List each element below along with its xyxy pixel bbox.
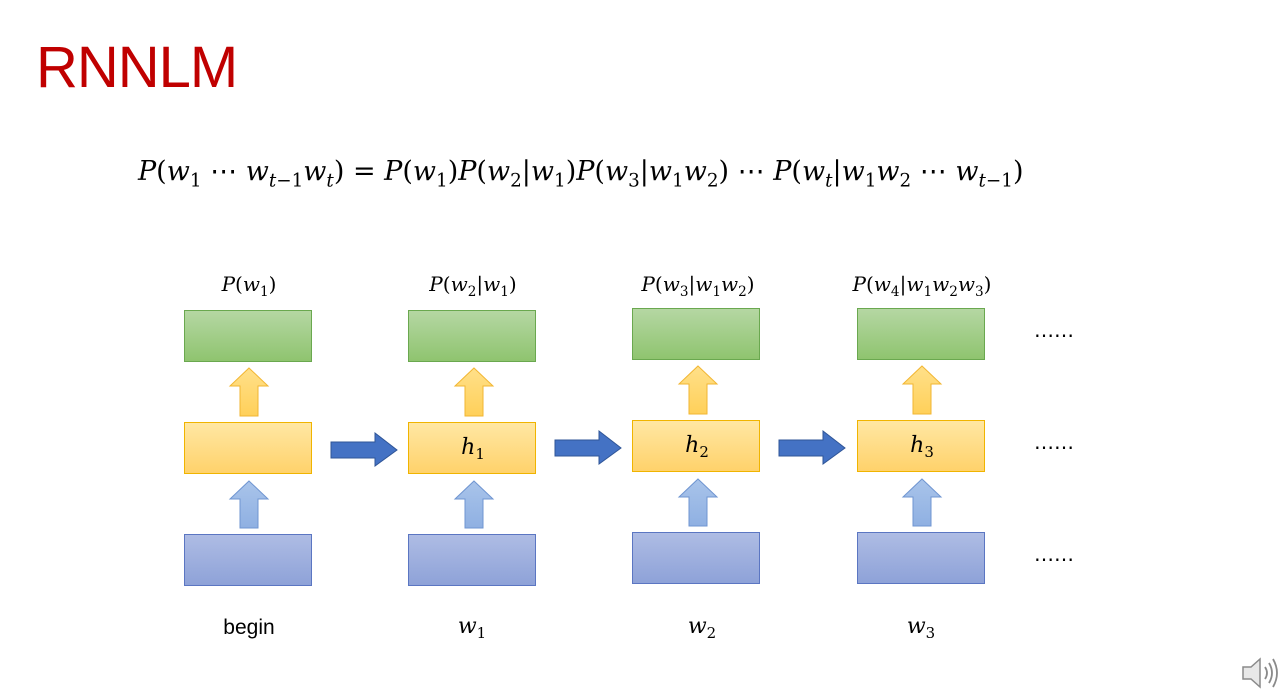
input-box-1 xyxy=(184,534,312,586)
up-arrow-yellow-2 xyxy=(453,367,495,417)
hidden-box-3: h2 xyxy=(632,420,760,472)
output-label-1: P(w1) xyxy=(221,272,277,300)
hidden-label-h2: h2 xyxy=(685,433,709,462)
input-box-4 xyxy=(857,532,985,584)
input-label-w1: w1 xyxy=(457,614,487,643)
continuation-dots-output: …… xyxy=(1034,318,1074,342)
up-arrow-yellow-1 xyxy=(228,367,270,417)
input-box-3 xyxy=(632,532,760,584)
output-box-1 xyxy=(184,310,312,362)
input-label-begin: begin xyxy=(223,616,275,639)
right-arrow-2 xyxy=(554,429,622,465)
slide-title: RNNLM xyxy=(36,35,238,100)
up-arrow-blue-2 xyxy=(453,480,495,529)
output-label-3: P(w3|w1w2) xyxy=(641,272,755,300)
hidden-box-1 xyxy=(184,422,312,474)
up-arrow-yellow-4 xyxy=(901,365,943,415)
speaker-icon[interactable] xyxy=(1240,655,1280,691)
up-arrow-blue-3 xyxy=(677,478,719,527)
hidden-label-h3: h3 xyxy=(910,433,934,462)
output-box-3 xyxy=(632,308,760,360)
input-label-w3: w3 xyxy=(906,614,936,643)
chain-rule-formula: P(w1 ⋯ wt−1wt) = P(w1)P(w2|w1)P(w3|w1w2)… xyxy=(138,156,1024,192)
input-label-w2: w2 xyxy=(687,614,717,643)
output-box-2 xyxy=(408,310,536,362)
right-arrow-1 xyxy=(330,431,398,467)
input-box-2 xyxy=(408,534,536,586)
hidden-box-4: h3 xyxy=(857,420,985,472)
continuation-dots-hidden: …… xyxy=(1034,430,1074,454)
output-label-2: P(w2|w1) xyxy=(429,272,517,300)
output-box-4 xyxy=(857,308,985,360)
continuation-dots-input: …… xyxy=(1034,542,1074,566)
up-arrow-blue-4 xyxy=(901,478,943,527)
output-label-4: P(w4|w1w2w3) xyxy=(852,272,992,300)
hidden-label-h1: h1 xyxy=(461,435,485,464)
hidden-box-2: h1 xyxy=(408,422,536,474)
up-arrow-blue-1 xyxy=(228,480,270,529)
right-arrow-3 xyxy=(778,429,846,465)
up-arrow-yellow-3 xyxy=(677,365,719,415)
